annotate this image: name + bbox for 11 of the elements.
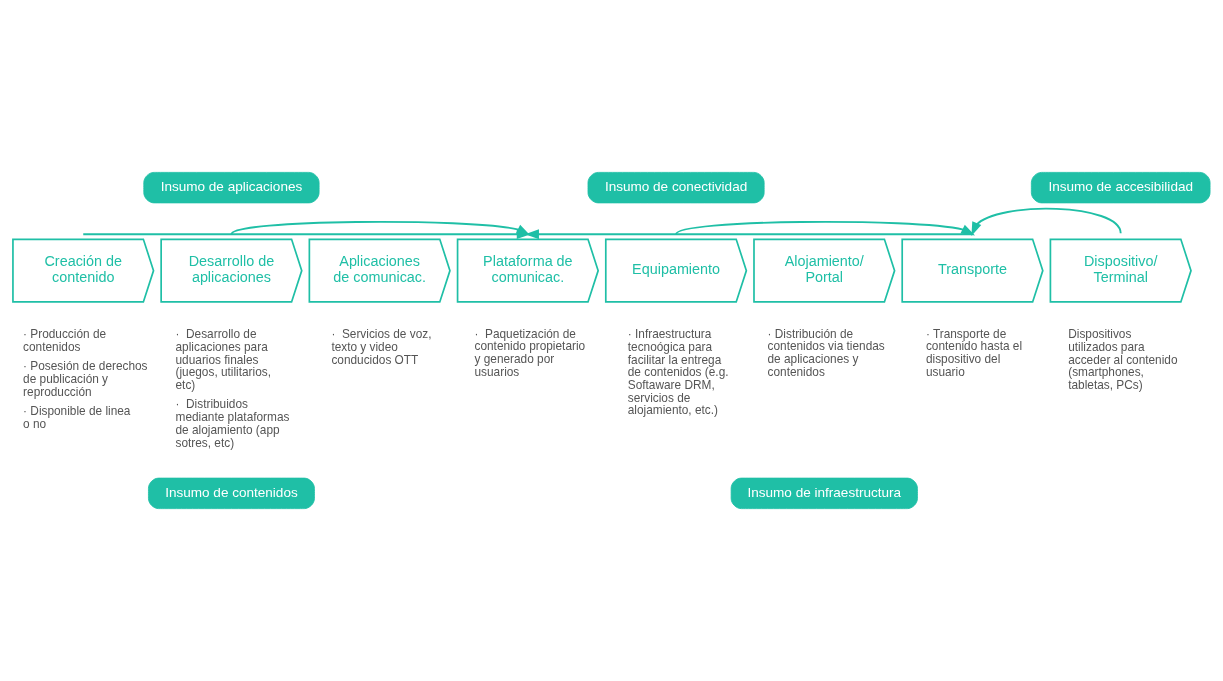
node-label: · Distribución de contenidos via tiendas de aplicaciones y contenidos [767, 326, 885, 379]
node-label: · Infraestructura tecnoógica para facilitar la entrega de contenidos (e.g. Softaware DRM, servicios de alojamiento, etc.) [627, 327, 729, 418]
node-label: · Transporte de contenido hasta el dispositivo del usuario [925, 326, 1023, 379]
node-label: · Producción de contenidos [23, 327, 107, 354]
node-label: Dispositivos utilizados para acceder al contenido (smartphones, tabletas, PCs) [1068, 327, 1178, 392]
node-label: · Paquetización de contenido propietario y generado por usuarios [474, 326, 586, 379]
node-label: · Posesión de derechos de publicación y reproducción [23, 359, 148, 399]
node-label: · Servicios de voz, texto y video conducidos OTT [331, 327, 432, 367]
node-label: · Distribuidos mediante plataformas de alojamiento (app sotres, etc) [175, 397, 290, 450]
node-label: · Desarrollo de aplicaciones para uduarios finales (juegos, utilitarios, etc) [175, 327, 271, 392]
node-label: · Disponible de linea o no [23, 404, 131, 431]
